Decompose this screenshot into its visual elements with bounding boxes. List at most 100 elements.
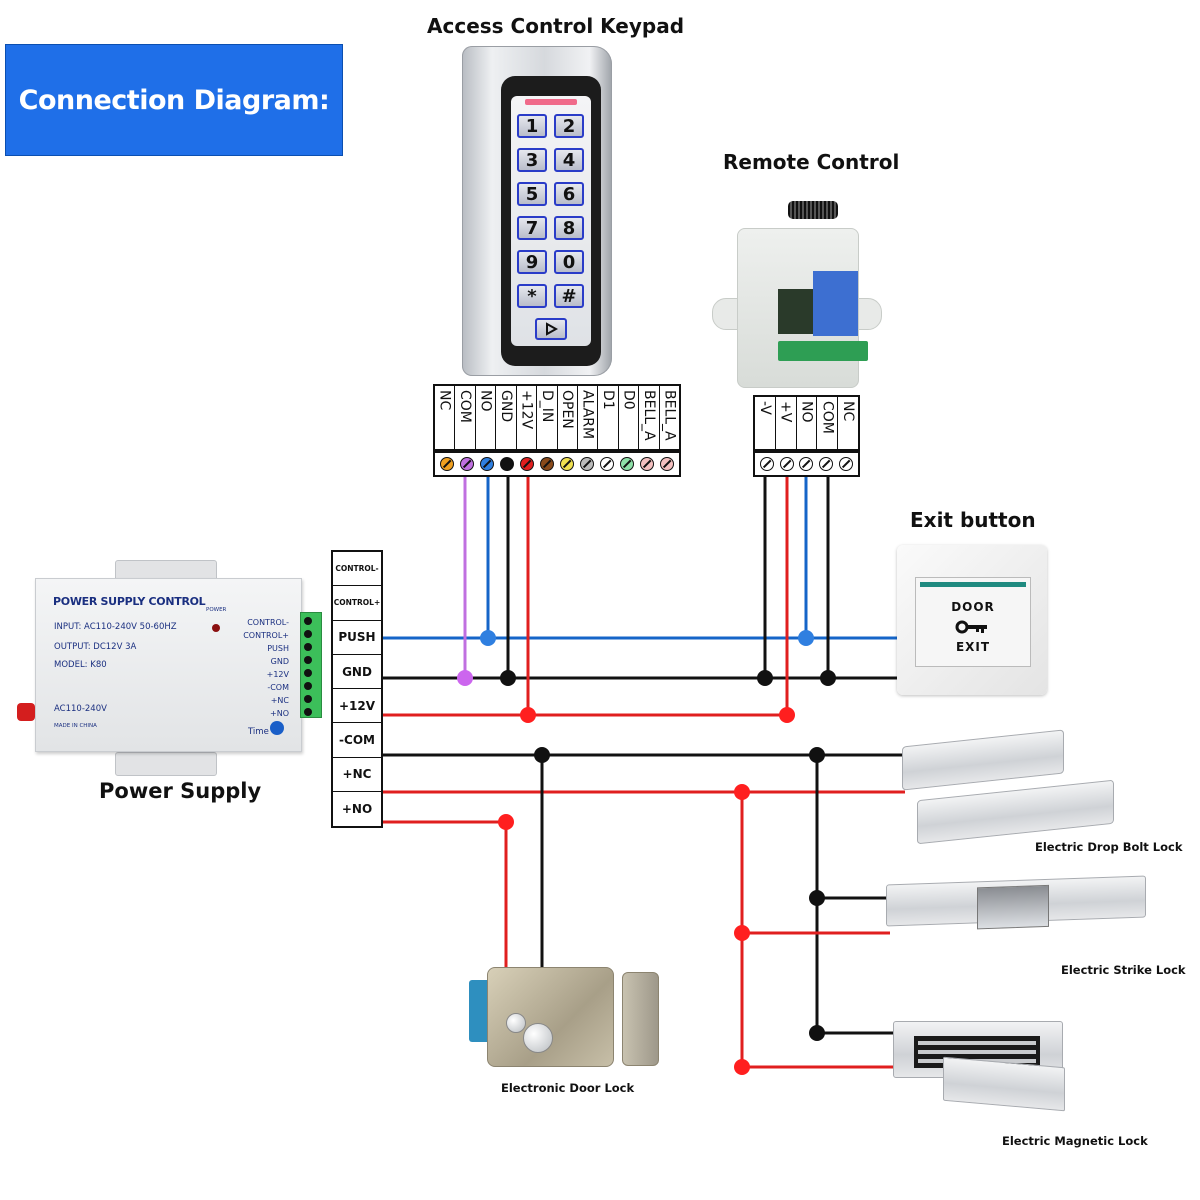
electronic-door-lock (487, 967, 614, 1067)
keypad-terminal-label: GND (496, 386, 517, 449)
keypad-terminal-text: OPEN (559, 390, 576, 429)
door-lock-caption: Electronic Door Lock (501, 1081, 635, 1095)
power-terminal-label: CONTROL+ (333, 586, 381, 621)
psu-terminal-label: -COM (267, 683, 289, 692)
remote-green-terminal (778, 341, 868, 361)
keypad-terminal-label: NO (476, 386, 497, 449)
psu-time-label: Time (248, 727, 269, 737)
keypad-key[interactable]: 8 (554, 216, 584, 240)
psu-terminal-label: PUSH (267, 644, 289, 653)
title-banner-text: Connection Diagram: (18, 84, 330, 116)
keyhole-icon (523, 1023, 553, 1053)
keypad-terminal-label: BELL_A (660, 386, 679, 449)
fuse-icon (17, 703, 35, 721)
node-12v-remote (779, 707, 795, 723)
bell-key[interactable] (535, 318, 567, 340)
remote-terminal-text: NO (798, 401, 815, 423)
node-com-doorlock (534, 747, 550, 763)
keypad-key[interactable]: 4 (554, 148, 584, 172)
psu-ac: AC110-240V (54, 704, 107, 714)
psu-input: INPUT: AC110-240V 50-60HZ (54, 622, 177, 632)
psu-title: POWER SUPPLY CONTROL (53, 595, 206, 608)
keypad-heading: Access Control Keypad (427, 14, 685, 38)
keypad-led (525, 99, 577, 105)
remote-terminal-label: NC (838, 397, 858, 449)
keypad-key[interactable]: 9 (517, 250, 547, 274)
key-icon (955, 620, 987, 634)
keypad-terminal-text: ALARM (579, 390, 596, 440)
terminal-screw-icon (540, 457, 554, 471)
keypad-key[interactable]: # (554, 284, 584, 308)
door-lock-bolt (469, 980, 491, 1042)
keypad-key[interactable]: 5 (517, 182, 547, 206)
keypad-key[interactable]: 7 (517, 216, 547, 240)
keypad-key[interactable]: 0 (554, 250, 584, 274)
keypad-key[interactable]: 6 (554, 182, 584, 206)
remote-terminal-block (753, 451, 860, 477)
node-strike-com (809, 890, 825, 906)
door-lock-keeper (622, 972, 659, 1066)
keypad-terminal-label: +12V (517, 386, 538, 449)
keypad-key[interactable]: 1 (517, 114, 547, 138)
keypad-terminal-text: D1 (600, 390, 617, 410)
power-supply-heading: Power Supply (99, 779, 262, 803)
time-dial-icon[interactable] (270, 721, 284, 735)
keypad-terminal-block (433, 451, 681, 477)
terminal-screw-icon (480, 457, 494, 471)
keypad-terminal-text: NC (436, 390, 453, 411)
remote-control-receiver (712, 201, 882, 388)
exit-button-face[interactable]: DOOR EXIT (915, 577, 1031, 667)
title-banner: Connection Diagram: (5, 44, 343, 156)
exit-button-heading: Exit button (910, 508, 1036, 532)
terminal-screw-icon (779, 457, 794, 471)
terminal-screw-icon (799, 457, 814, 471)
remote-relay (813, 271, 858, 336)
remote-terminal-label: NO (797, 397, 818, 449)
keypad-key[interactable]: 3 (517, 148, 547, 172)
keypad-terminal-label: NC (435, 386, 456, 449)
keypad-terminal-text: D0 (620, 390, 637, 410)
psu-terminal-label: +12V (266, 670, 289, 679)
power-terminal-label: +12V (333, 689, 381, 724)
remote-terminal-text: COM (819, 401, 836, 434)
magnetic-caption: Electric Magnetic Lock (1002, 1134, 1148, 1148)
remote-heading: Remote Control (723, 150, 900, 174)
terminal-screw-icon (500, 457, 514, 471)
psu-green-terminal (300, 612, 322, 718)
power-led-icon (212, 624, 220, 632)
terminal-screw-icon (640, 457, 654, 471)
keypad-key[interactable]: 2 (554, 114, 584, 138)
power-terminal-label: GND (333, 655, 381, 690)
remote-pcb (778, 289, 813, 334)
remote-terminal-label: COM (817, 397, 839, 449)
psu-power-label: POWER (206, 607, 227, 613)
keypad-terminal-text: BELL_A (640, 390, 657, 441)
node-no-doorlock (498, 814, 514, 830)
keypad-terminal-label: D_IN (537, 386, 558, 449)
keypad-key[interactable]: * (517, 284, 547, 308)
node-12v-keypad (520, 707, 536, 723)
psu-terminal-label: GND (270, 657, 289, 666)
node-gnd-remote-com (820, 670, 836, 686)
power-terminal-label: PUSH (333, 621, 381, 655)
keypad-terminal-text: D_IN (538, 390, 555, 423)
node-push-remote (798, 630, 814, 646)
keypad-terminal-label: COM (455, 386, 476, 449)
keypad-terminal-text: +12V (518, 390, 535, 430)
power-terminal-label: -COM (333, 723, 381, 758)
power-terminal-label: +NO (341, 802, 373, 817)
drop-bolt-caption: Electric Drop Bolt Lock (1035, 840, 1183, 854)
keypad-terminal-label: ALARM (578, 386, 599, 449)
remote-terminal-label: +V (776, 397, 797, 449)
psu-terminal-label: CONTROL- (247, 618, 289, 627)
terminal-screw-icon (759, 457, 774, 471)
terminal-screw-icon (819, 457, 834, 471)
power-terminal-label: +NC (333, 758, 381, 793)
exit-button-device: DOOR EXIT (897, 545, 1047, 695)
terminal-screw-icon (660, 457, 674, 471)
